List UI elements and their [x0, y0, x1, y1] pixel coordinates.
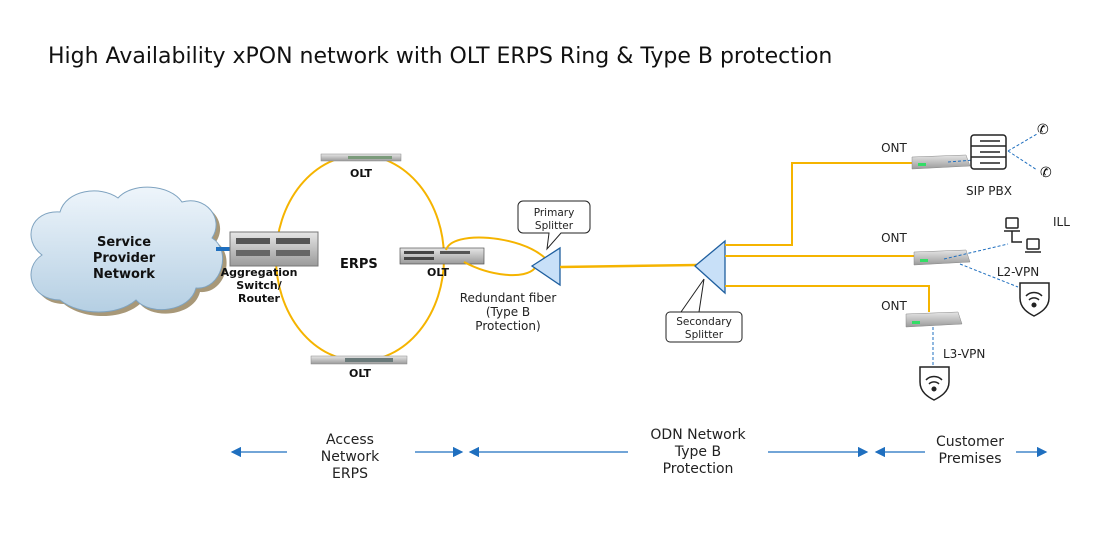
olt-bottom-label: OLT: [349, 367, 372, 380]
aggregation-switch-icon: [229, 231, 319, 267]
phone-link-1: [1007, 133, 1038, 152]
sip-pbx-icon: [970, 134, 1007, 170]
ont-2-icon: [913, 249, 971, 266]
drop-fiber-1: [725, 162, 912, 246]
phone-icon-2: ✆: [1040, 165, 1052, 181]
access-label-2: Network: [321, 449, 380, 465]
ill-link: [943, 243, 1009, 260]
access-label-3: ERPS: [332, 466, 368, 482]
redundant-fiber-a: [445, 236, 546, 259]
sip-pbx-label: SIP PBX: [966, 184, 1012, 198]
primary-splitter-callout: Primary Splitter: [517, 200, 591, 251]
olt-right-label: OLT: [427, 266, 450, 279]
cloud-label-1: Service: [97, 235, 151, 250]
aggregation-label-1: Aggregation: [221, 266, 298, 279]
ont-1-link: [947, 159, 975, 163]
ont-1-label: ONT: [881, 141, 907, 155]
ont-3-label: ONT: [881, 299, 907, 313]
l2vpn-shield-icon: [1019, 282, 1050, 317]
olt-top-icon: [320, 153, 402, 162]
olt-bottom-icon: [310, 355, 408, 365]
primary-splitter-label-2: Splitter: [535, 220, 574, 232]
olt-right-icon: [399, 247, 485, 265]
odn-label-3: Protection: [663, 461, 734, 477]
ill-network-icon: [1004, 217, 1041, 253]
aggregation-label-2: Switch/: [236, 279, 282, 292]
access-label-1: Access: [326, 432, 374, 448]
ont-1-icon: [911, 154, 971, 170]
ont-2-label: ONT: [881, 231, 907, 245]
aggregation-label-3: Router: [238, 292, 281, 305]
l3vpn-label: L3-VPN: [943, 347, 985, 361]
erps-label: ERPS: [340, 257, 378, 272]
customer-label-2: Premises: [939, 451, 1002, 467]
diagram-title: High Availability xPON network with OLT …: [48, 44, 832, 69]
secondary-splitter-callout: Secondary Splitter: [665, 278, 743, 343]
feeder-fiber: [559, 263, 698, 269]
redundant-fiber-label-2: (Type B: [486, 305, 530, 319]
primary-splitter-label-1: Primary: [534, 207, 575, 219]
ont-3-icon: [905, 311, 963, 328]
cloud-label-2: Provider: [93, 251, 156, 266]
primary-splitter-icon: [530, 246, 561, 287]
phone-icon-1: ✆: [1037, 122, 1049, 138]
phone-link-2: [1007, 150, 1038, 171]
redundant-fiber-b: [463, 261, 536, 277]
drop-fiber-3: [725, 285, 930, 312]
service-provider-cloud: Service Provider Network: [30, 186, 227, 316]
odn-label-1: ODN Network: [650, 427, 746, 443]
secondary-splitter-label-2: Splitter: [685, 329, 724, 341]
redundant-fiber-label-3: Protection): [475, 319, 540, 333]
olt-top-label: OLT: [350, 167, 373, 180]
odn-label-2: Type B: [674, 444, 721, 460]
l2vpn-label: L2-VPN: [997, 265, 1039, 279]
redundant-fiber-label-1: Redundant fiber: [460, 291, 557, 305]
secondary-splitter-label-1: Secondary: [676, 316, 732, 328]
secondary-splitter-icon: [694, 239, 726, 295]
l3vpn-shield-icon: [919, 366, 950, 401]
customer-label-1: Customer: [936, 434, 1004, 450]
l2vpn-link: [959, 263, 1019, 288]
cloud-label-3: Network: [93, 267, 155, 282]
ill-label: ILL: [1053, 215, 1070, 229]
